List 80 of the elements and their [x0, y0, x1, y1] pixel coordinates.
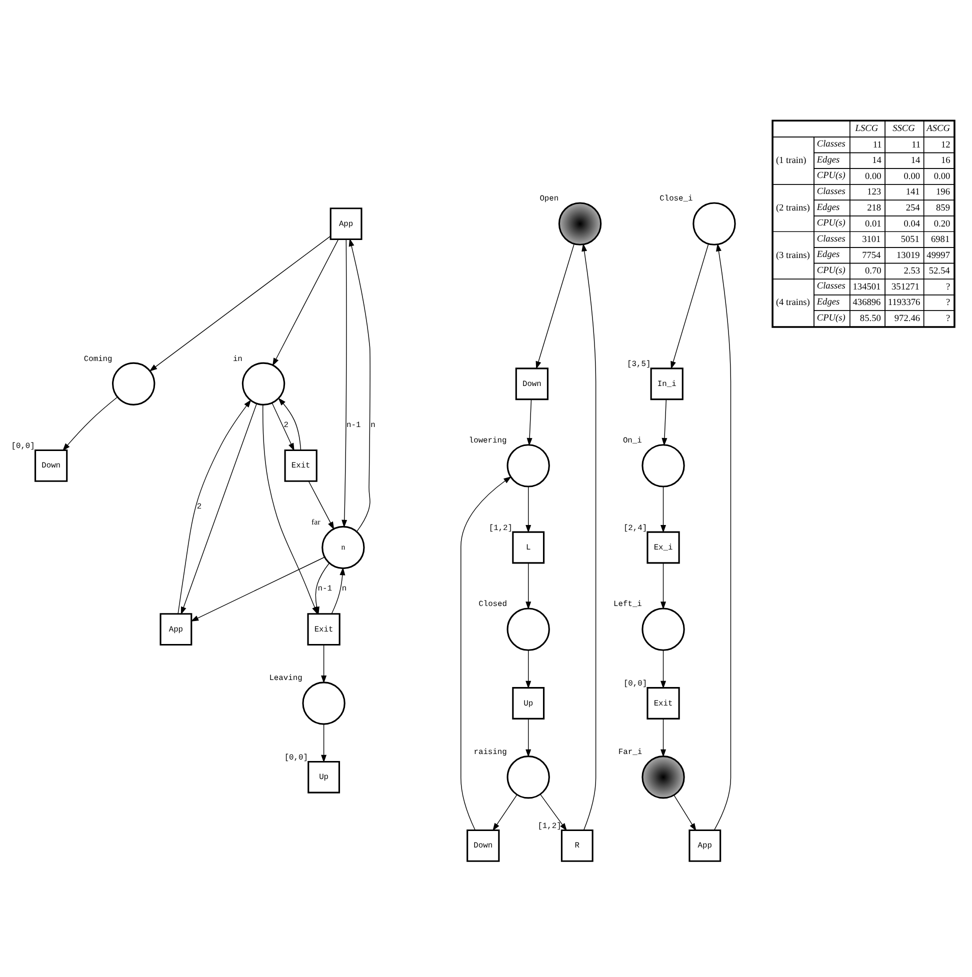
node-label: On_i [622, 436, 642, 446]
edge-label: n [370, 420, 376, 430]
node-label: far [312, 516, 320, 526]
label: Edges [816, 250, 840, 260]
node-label: raising [474, 748, 507, 757]
node-label: [0,0] [623, 679, 648, 688]
label: Classes [816, 234, 846, 244]
node-label: Leaving [269, 674, 302, 683]
label: Classes [816, 139, 846, 150]
label: (2 trains) [776, 202, 810, 213]
label: 3101 [862, 234, 881, 245]
label: 6981 [930, 234, 950, 245]
label: 7754 [862, 250, 881, 260]
node-label: [1,2] [488, 523, 513, 532]
label: 0.20 [934, 218, 950, 229]
label: 49997 [926, 250, 950, 260]
edge-label: 2 [284, 420, 288, 430]
label: 14 [910, 156, 920, 166]
node-label: Far_i [618, 748, 642, 757]
label: 14 [872, 156, 882, 166]
label: CPU(s) [816, 312, 846, 323]
node-label: Coming [84, 354, 112, 364]
node-label: Left_i [614, 600, 642, 609]
label: CPU(s) [816, 170, 846, 181]
label: 0.01 [864, 218, 882, 229]
label: 0.70 [864, 266, 882, 276]
label: 52.54 [928, 266, 950, 276]
label: 134501 [852, 282, 881, 292]
node-label: [1,2] [538, 821, 562, 830]
node-label: Closed [478, 600, 507, 609]
label: 85.50 [860, 313, 881, 324]
label: 5051 [900, 234, 920, 245]
label: Classes [816, 186, 846, 196]
label: 218 [867, 202, 882, 213]
label: 351271 [892, 282, 920, 292]
label: Edges [816, 202, 840, 212]
label: Classes [816, 281, 846, 292]
label: 0.00 [934, 171, 950, 182]
label: 0.00 [864, 171, 882, 182]
label: 436896 [852, 298, 881, 308]
label: ? [946, 282, 950, 292]
label: 123 [867, 187, 882, 198]
label: (1 train) [776, 156, 806, 166]
label: 0.00 [904, 171, 920, 182]
label: 254 [906, 202, 920, 213]
label: 859 [936, 202, 950, 213]
label: ? [946, 313, 950, 324]
label: 16 [941, 156, 950, 166]
label: 972.46 [894, 313, 920, 324]
label: SSCG [892, 123, 915, 134]
label: CPU(s) [816, 265, 846, 276]
label: 2.53 [904, 266, 920, 276]
edge-label: n [342, 584, 347, 593]
node-label: lowering [468, 436, 507, 446]
label: 13019 [896, 250, 920, 260]
label: 11 [912, 140, 921, 150]
label: 11 [872, 140, 882, 150]
label: 12 [941, 140, 950, 150]
node-label: Close_i [660, 194, 693, 204]
label: Edges [816, 296, 840, 307]
label: CPU(s) [816, 218, 846, 228]
label: 1193376 [888, 298, 920, 308]
node-label: in [232, 354, 242, 364]
node-label: [0,0] [284, 752, 308, 762]
node-label: Open [540, 194, 559, 204]
label: 141 [906, 187, 920, 198]
node-label: [2,4] [623, 523, 648, 532]
label: ASCG [926, 123, 950, 134]
label: 196 [936, 187, 950, 198]
label: (3 trains) [776, 250, 810, 260]
edge-label: 2 [196, 502, 202, 512]
label: ? [946, 298, 950, 308]
label: LSCG [855, 123, 878, 134]
edge-label: n-1 [318, 584, 332, 593]
node-label: [0,0] [11, 441, 35, 450]
label: 0.04 [904, 218, 920, 229]
edge-label: n-1 [346, 420, 361, 430]
node-label: [3,5] [627, 360, 651, 369]
label: (4 trains) [776, 298, 810, 308]
label: Edges [816, 154, 840, 165]
